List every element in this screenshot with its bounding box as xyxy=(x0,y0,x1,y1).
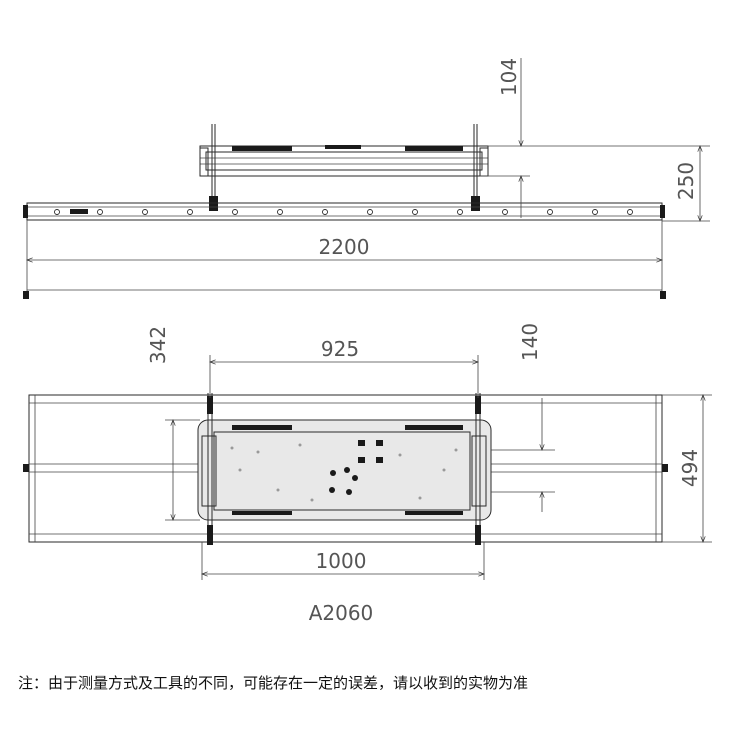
dimension-342: 342 xyxy=(146,326,200,520)
side-view: 2200 104 250 xyxy=(23,58,710,299)
mount-brackets-top xyxy=(207,393,481,545)
mount-brackets-side xyxy=(209,124,480,211)
measurement-note: 注：由于测量方式及工具的不同，可能存在一定的误差，请以收到的实物为准 xyxy=(18,674,529,692)
dimension-140: 140 xyxy=(491,323,555,512)
driver-housing-side xyxy=(199,145,489,177)
dim-label-1000: 1000 xyxy=(316,549,367,573)
dimension-1000: 1000 xyxy=(202,542,484,580)
dim-label-250: 250 xyxy=(674,162,698,200)
dim-label-140: 140 xyxy=(518,323,542,361)
dimension-104-250: 104 250 xyxy=(480,58,710,221)
model-label: A2060 xyxy=(309,601,374,625)
top-view: 925 342 140 494 1000 xyxy=(23,323,712,625)
dim-label-2200: 2200 xyxy=(319,235,370,259)
dim-label-925: 925 xyxy=(321,337,359,361)
dimension-925: 925 xyxy=(210,337,478,398)
driver-housing-top xyxy=(197,419,492,521)
dimension-494: 494 xyxy=(662,395,712,542)
dim-label-494: 494 xyxy=(678,449,702,487)
light-bar-side xyxy=(23,202,665,221)
dim-label-342: 342 xyxy=(146,326,170,364)
dim-label-104: 104 xyxy=(497,58,521,96)
dimension-2200: 2200 xyxy=(23,220,666,299)
